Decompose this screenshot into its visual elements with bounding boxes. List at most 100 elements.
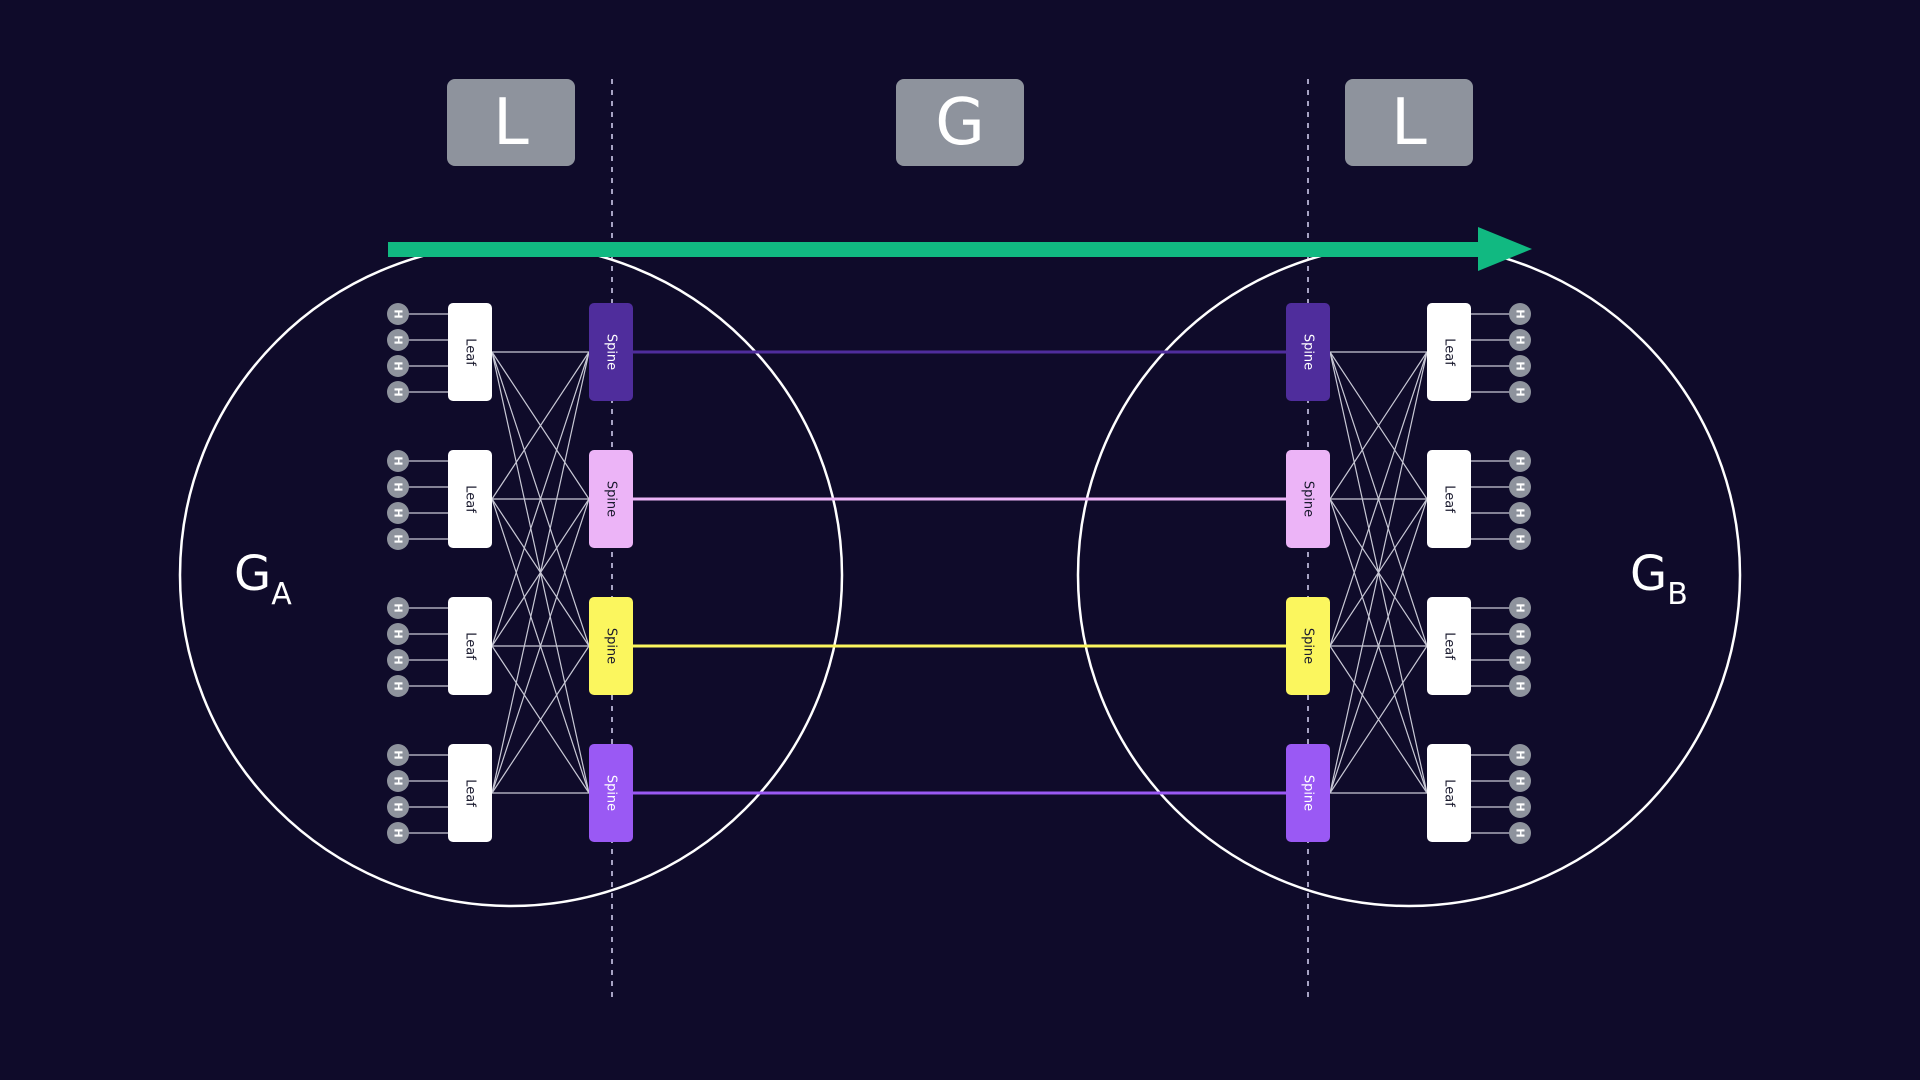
- svg-text:Spine: Spine: [604, 628, 619, 664]
- svg-text:Spine: Spine: [604, 481, 619, 517]
- svg-text:H: H: [392, 309, 405, 318]
- svg-text:H: H: [392, 482, 405, 491]
- svg-text:Leaf: Leaf: [1442, 779, 1457, 807]
- svg-text:H: H: [1514, 776, 1527, 785]
- host-node: H: [1509, 623, 1531, 645]
- svg-text:H: H: [1514, 534, 1527, 543]
- host-node: H: [387, 649, 409, 671]
- group-letter: G: [234, 546, 271, 602]
- group-subscript: A: [271, 577, 292, 612]
- host-node: H: [387, 597, 409, 619]
- svg-text:H: H: [392, 603, 405, 612]
- host-node: H: [387, 476, 409, 498]
- svg-text:H: H: [392, 361, 405, 370]
- host-node: H: [387, 744, 409, 766]
- spine-switch: Spine: [589, 744, 633, 842]
- leaf-switch: Leaf: [448, 597, 492, 695]
- host-node: H: [1509, 770, 1531, 792]
- routing-direction-arrow: [388, 227, 1532, 271]
- host-node: H: [387, 796, 409, 818]
- svg-text:Spine: Spine: [1301, 775, 1316, 811]
- phase-label: L: [1391, 86, 1427, 160]
- svg-text:H: H: [392, 335, 405, 344]
- spine-switch: Spine: [589, 303, 633, 401]
- svg-text:H: H: [392, 750, 405, 759]
- host-node: H: [1509, 649, 1531, 671]
- host-node: H: [1509, 597, 1531, 619]
- host-node: H: [1509, 450, 1531, 472]
- svg-text:Spine: Spine: [604, 775, 619, 811]
- phase-label: G: [935, 86, 985, 160]
- leaf-switch: Leaf: [448, 744, 492, 842]
- spine-switch: Spine: [1286, 450, 1330, 548]
- mesh-link: [491, 351, 590, 647]
- svg-text:Spine: Spine: [1301, 334, 1316, 370]
- svg-text:Leaf: Leaf: [463, 338, 478, 366]
- leaf-switch: Leaf: [448, 450, 492, 548]
- mesh-link: [491, 645, 590, 794]
- host-node: H: [387, 329, 409, 351]
- svg-text:H: H: [1514, 681, 1527, 690]
- svg-text:H: H: [1514, 802, 1527, 811]
- mesh-link: [491, 498, 590, 794]
- host-node: H: [387, 675, 409, 697]
- svg-text:H: H: [1514, 655, 1527, 664]
- spine-switch: Spine: [589, 450, 633, 548]
- mesh-link: [1329, 351, 1428, 794]
- host-node: H: [1509, 329, 1531, 351]
- svg-text:H: H: [392, 776, 405, 785]
- leaf-switch: Leaf: [1427, 303, 1471, 401]
- host-node: H: [387, 822, 409, 844]
- group-label-a: GA: [234, 546, 292, 612]
- mesh-link: [1329, 351, 1428, 647]
- host-node: H: [387, 502, 409, 524]
- svg-text:H: H: [392, 681, 405, 690]
- host-node: H: [1509, 476, 1531, 498]
- spine-switch: Spine: [1286, 597, 1330, 695]
- host-node: H: [1509, 355, 1531, 377]
- host-node: H: [387, 381, 409, 403]
- svg-text:H: H: [1514, 828, 1527, 837]
- svg-text:H: H: [392, 828, 405, 837]
- svg-text:H: H: [1514, 629, 1527, 638]
- host-links: [398, 313, 1520, 834]
- svg-text:Leaf: Leaf: [1442, 338, 1457, 366]
- host-node: H: [387, 450, 409, 472]
- svg-text:H: H: [392, 508, 405, 517]
- svg-text:H: H: [392, 456, 405, 465]
- svg-text:H: H: [1514, 335, 1527, 344]
- svg-text:H: H: [1514, 750, 1527, 759]
- leaf-switch: Leaf: [1427, 597, 1471, 695]
- svg-text:Leaf: Leaf: [463, 779, 478, 807]
- leaf-switch: Leaf: [1427, 450, 1471, 548]
- svg-text:H: H: [392, 534, 405, 543]
- host-node: H: [1509, 528, 1531, 550]
- host-node: H: [1509, 822, 1531, 844]
- host-node: H: [387, 303, 409, 325]
- svg-text:H: H: [1514, 482, 1527, 491]
- mesh-link: [1329, 645, 1428, 794]
- mesh-link: [491, 351, 590, 500]
- leaf-spine-mesh: [491, 351, 1428, 794]
- svg-text:Leaf: Leaf: [1442, 485, 1457, 513]
- svg-text:H: H: [1514, 309, 1527, 318]
- mesh-link: [491, 351, 590, 794]
- mesh-link: [1329, 498, 1428, 794]
- svg-text:Leaf: Leaf: [463, 485, 478, 513]
- host-node: H: [1509, 675, 1531, 697]
- host-node: H: [387, 528, 409, 550]
- svg-text:Spine: Spine: [604, 334, 619, 370]
- leaf-switch: Leaf: [1427, 744, 1471, 842]
- host-node: H: [387, 623, 409, 645]
- mesh-link: [1329, 351, 1428, 500]
- host-node: H: [1509, 796, 1531, 818]
- host-node: H: [387, 770, 409, 792]
- phase-label: L: [493, 86, 529, 160]
- svg-text:H: H: [1514, 361, 1527, 370]
- svg-text:H: H: [392, 802, 405, 811]
- phase-header-local-left: L: [447, 79, 575, 166]
- host-node: H: [1509, 381, 1531, 403]
- host-node: H: [1509, 303, 1531, 325]
- svg-text:H: H: [1514, 387, 1527, 396]
